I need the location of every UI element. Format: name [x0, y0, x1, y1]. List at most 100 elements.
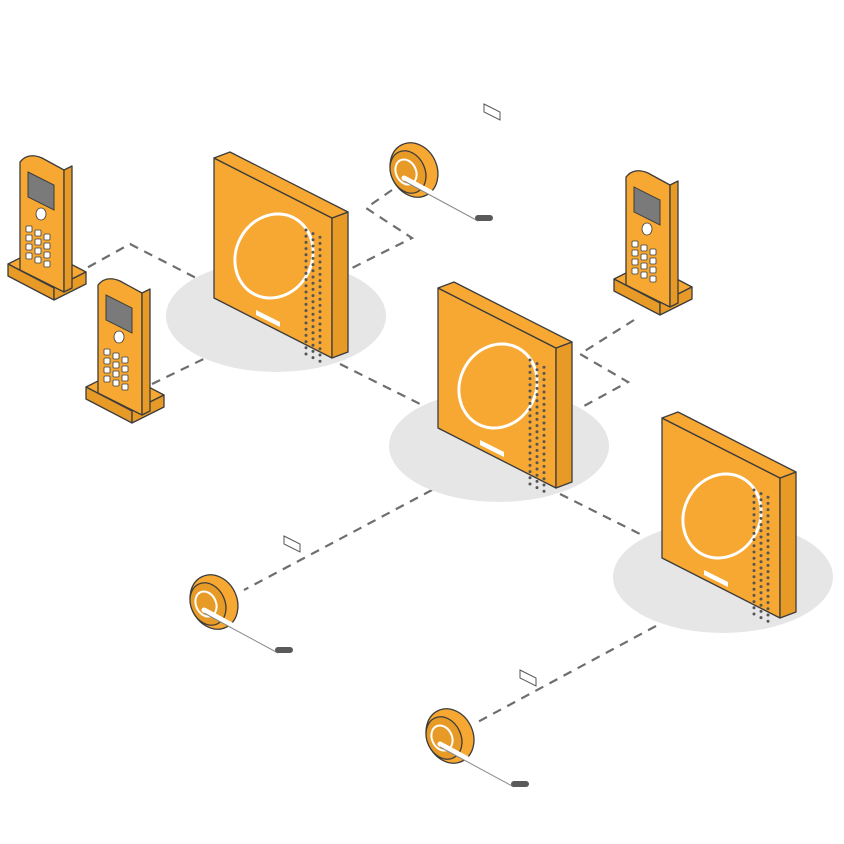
grille-dot [535, 368, 539, 372]
grille-dot [542, 402, 546, 406]
grille-dot [304, 315, 308, 319]
grille-dot [759, 566, 763, 570]
grille-dot [528, 420, 532, 424]
grille-dot [318, 241, 322, 245]
grille-dot [311, 300, 315, 304]
grille-dot [759, 572, 763, 576]
grille-dot [311, 263, 315, 267]
grille-dot [318, 310, 322, 314]
grille-dot [311, 356, 315, 360]
grille-dot [752, 513, 756, 517]
grille-dot [752, 606, 756, 610]
grille-dot [535, 386, 539, 390]
grille-dot [311, 312, 315, 316]
link-headset1-base1 [347, 189, 415, 271]
grille-dot [766, 495, 770, 499]
grille-dot [304, 340, 308, 344]
grille-dot [304, 234, 308, 238]
grille-dot [542, 477, 546, 481]
grille-dot [759, 510, 763, 514]
grille-dot [766, 539, 770, 543]
grille-dot [318, 285, 322, 289]
grille-dot [759, 597, 763, 601]
grille-dot [542, 396, 546, 400]
handset-3 [613, 170, 693, 316]
grille-dot [528, 395, 532, 399]
grille-dot [542, 464, 546, 468]
grille-dot [311, 250, 315, 254]
grille-dot [528, 470, 532, 474]
grille-dot [318, 328, 322, 332]
grille-dot [311, 318, 315, 322]
grille-dot [766, 551, 770, 555]
grille-dot [318, 303, 322, 307]
grille-dot [535, 424, 539, 428]
grille-dot [311, 306, 315, 310]
grille-dot [304, 259, 308, 263]
grille-dot [304, 284, 308, 288]
grille-dot [535, 405, 539, 409]
grille-dot [752, 556, 756, 560]
grille-dot [535, 374, 539, 378]
grille-dot [528, 476, 532, 480]
grille-dot [752, 593, 756, 597]
grille-dot [759, 547, 763, 551]
grille-dot [318, 297, 322, 301]
grille-dot [304, 346, 308, 350]
grille-dot [318, 266, 322, 270]
grille-dot [542, 409, 546, 413]
grille-dot [318, 272, 322, 276]
link-base3-headset3 [473, 625, 657, 725]
handset-2 [85, 278, 165, 424]
grille-dot [542, 446, 546, 450]
grille-dot [528, 445, 532, 449]
grille-dot [528, 439, 532, 443]
grille-dot [304, 290, 308, 294]
grille-dot [542, 384, 546, 388]
grille-dot [766, 508, 770, 512]
grille-dot [535, 442, 539, 446]
speaker-grilles [304, 228, 770, 623]
grille-dot [311, 287, 315, 291]
grille-dot [311, 325, 315, 329]
grille-dot [318, 248, 322, 252]
grille-dot [752, 488, 756, 492]
grille-dot [752, 507, 756, 511]
grille-dot [542, 427, 546, 431]
grille-dot [311, 294, 315, 298]
grille-dot [759, 504, 763, 508]
grille-dot [535, 455, 539, 459]
grille-dot [752, 519, 756, 523]
grille-dot [535, 486, 539, 490]
grille-dot [542, 458, 546, 462]
link-handset1-base1 [73, 242, 201, 281]
grille-dot [759, 516, 763, 520]
grille-dot [311, 343, 315, 347]
grille-dot [304, 296, 308, 300]
grille-dot [759, 591, 763, 595]
grille-dot [535, 436, 539, 440]
grille-dot [535, 461, 539, 465]
grille-dot [759, 616, 763, 620]
grille-dot [766, 607, 770, 611]
grille-dot [542, 483, 546, 487]
grille-dot [535, 467, 539, 471]
handset-1 [7, 155, 87, 301]
grille-dot [528, 482, 532, 486]
grille-dot [766, 619, 770, 623]
grille-dot [311, 269, 315, 273]
grille-dot [752, 587, 756, 591]
grille-dot [759, 585, 763, 589]
grille-dot [542, 440, 546, 444]
grille-dot [752, 581, 756, 585]
grille-dot [318, 341, 322, 345]
grille-dot [766, 570, 770, 574]
grille-dot [759, 603, 763, 607]
grille-dot [752, 569, 756, 573]
grille-dot [759, 609, 763, 613]
grille-dot [752, 525, 756, 529]
grille-dot [752, 538, 756, 542]
grille-dot [542, 433, 546, 437]
grille-dot [752, 600, 756, 604]
